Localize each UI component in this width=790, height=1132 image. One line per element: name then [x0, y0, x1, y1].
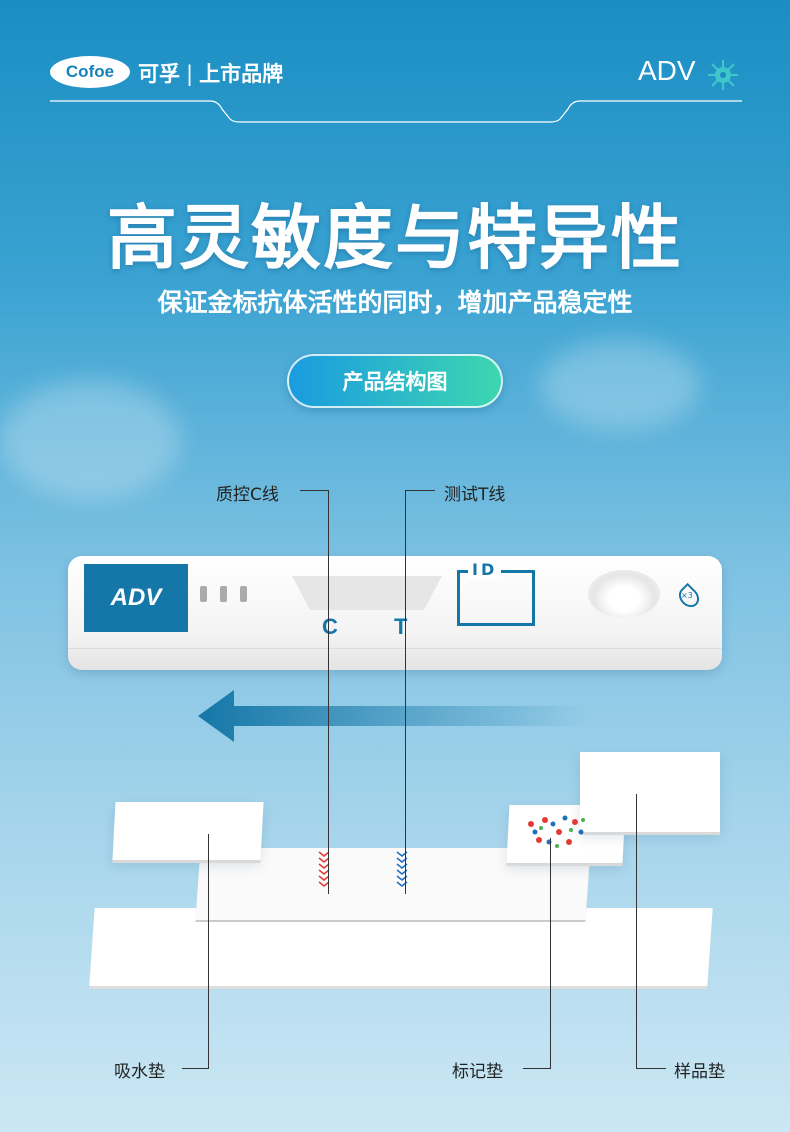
- header-divider: [50, 100, 742, 123]
- control-line-pointer: [328, 490, 329, 894]
- grip-mark: [200, 586, 207, 602]
- leader-line: [300, 490, 328, 491]
- drop-count: ×3: [681, 591, 693, 600]
- leader-line: [636, 1068, 666, 1069]
- cofoe-logo: Cofoe: [50, 56, 130, 88]
- sample-pad: [580, 752, 720, 832]
- test-line-label: 测试T线: [444, 485, 506, 505]
- grip-mark: [220, 586, 227, 602]
- cloud: [0, 380, 180, 500]
- leader-line: [636, 794, 637, 1068]
- virus-icon: [708, 60, 738, 90]
- conjugate-pad-label: 标记垫: [452, 1062, 503, 1082]
- leader-line: [208, 834, 209, 1068]
- control-line-label: 质控C线: [216, 485, 279, 505]
- cloud: [540, 340, 700, 430]
- gold-conjugate-particles: [528, 815, 585, 848]
- page-subtitle: 保证金标抗体活性的同时，增加产品稳定性: [157, 288, 633, 317]
- cassette-seam: [68, 648, 722, 649]
- structure-diagram-button[interactable]: 产品结构图: [287, 354, 503, 408]
- leader-line: [523, 1068, 551, 1069]
- test-mark: T: [394, 614, 408, 639]
- result-window: [292, 576, 442, 610]
- control-mark: C: [322, 614, 338, 639]
- absorbent-pad: [112, 802, 264, 860]
- sample-pad-label: 样品垫: [674, 1062, 725, 1082]
- brand-tagline: 上市品牌: [199, 62, 284, 86]
- brand-name: 可孚: [138, 62, 180, 86]
- page-title: 高灵敏度与特异性: [107, 197, 683, 279]
- test-line-pointer: [405, 490, 406, 894]
- cassette-label: ADV: [84, 564, 188, 632]
- sample-well: [588, 570, 660, 618]
- leader-line: [550, 838, 551, 1068]
- product-code: ADV: [638, 55, 696, 86]
- leader-line: [405, 490, 435, 491]
- brand-separator: |: [186, 62, 194, 86]
- grip-mark: [240, 586, 247, 602]
- test-cassette: ADV C T ID ×3: [68, 556, 722, 670]
- brand-header: 可孚|上市品牌: [138, 58, 283, 88]
- absorbent-pad-label: 吸水垫: [114, 1062, 165, 1082]
- test-line-antibodies: [396, 851, 408, 887]
- control-line-antibodies: [318, 851, 330, 887]
- id-label: ID: [468, 560, 502, 579]
- leader-line: [182, 1068, 209, 1069]
- flow-arrow-icon: [198, 690, 588, 742]
